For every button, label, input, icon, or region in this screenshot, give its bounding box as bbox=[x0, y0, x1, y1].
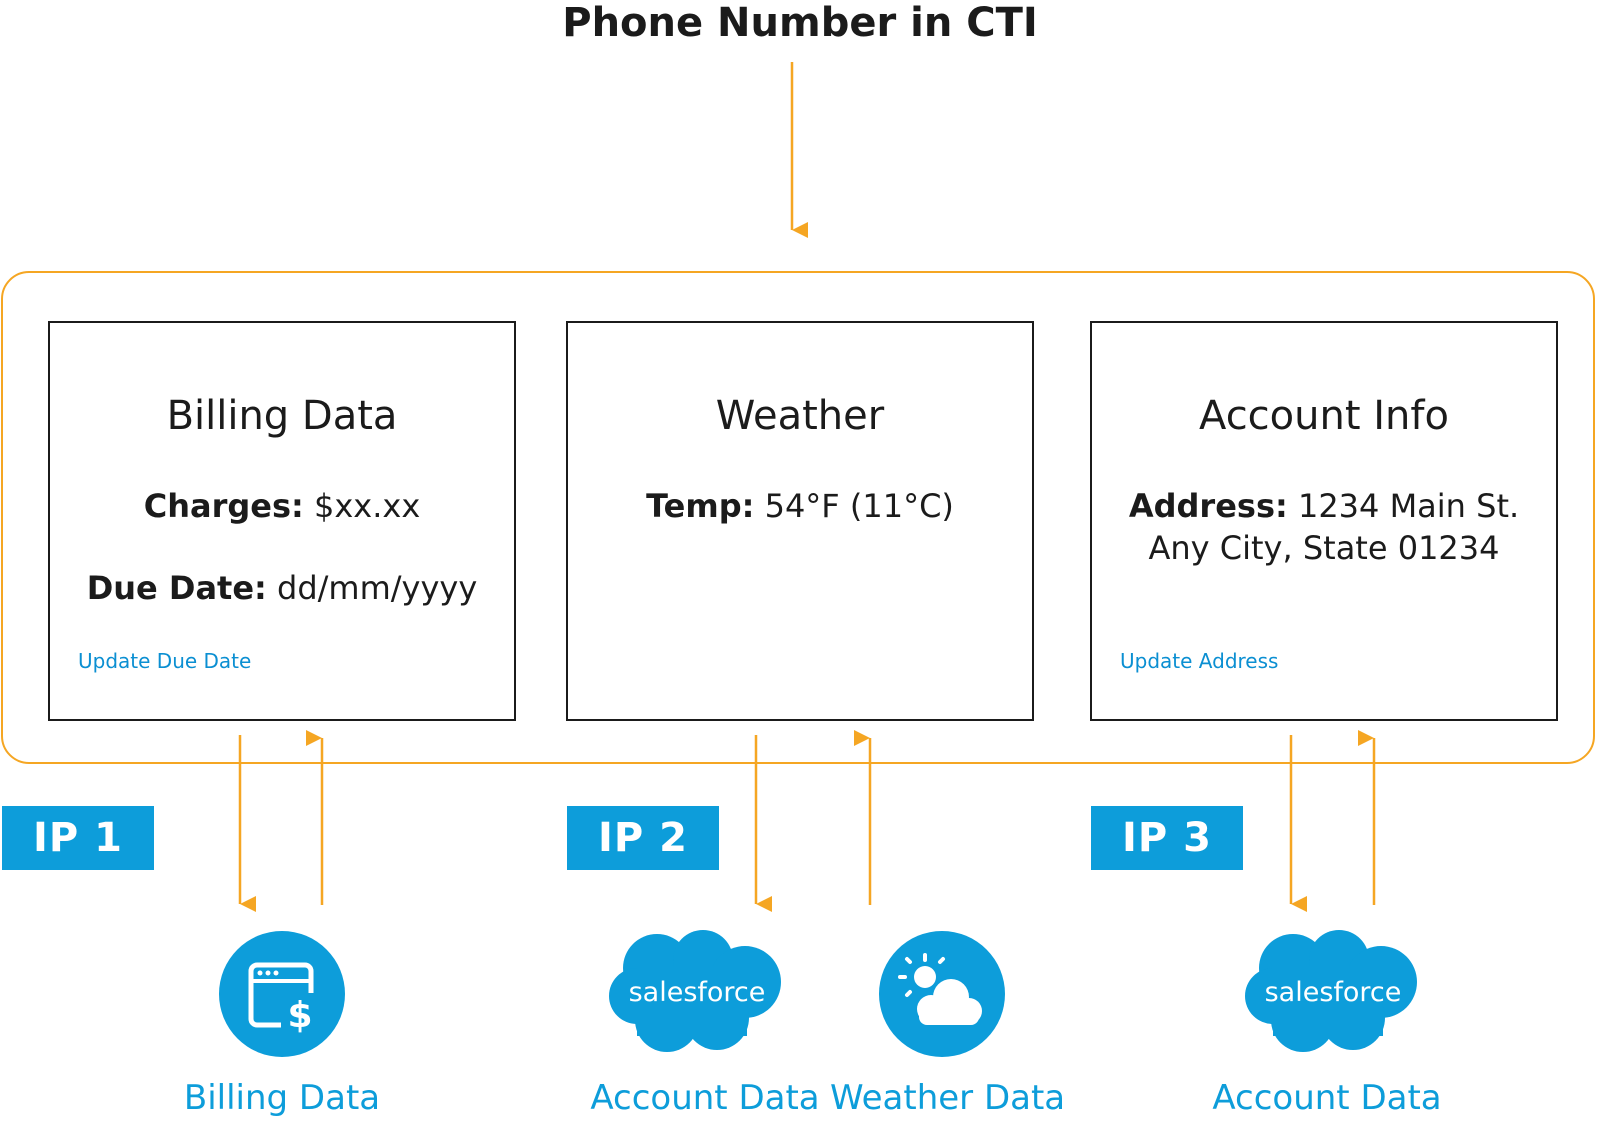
source-label-account-2: Account Data bbox=[1212, 1078, 1442, 1118]
update-due-date-link[interactable]: Update Due Date bbox=[78, 649, 252, 673]
svg-text:$: $ bbox=[287, 995, 312, 1036]
address-line-2: Any City, State 01234 bbox=[1148, 529, 1500, 567]
salesforce-cloud-icon: salesforce bbox=[609, 930, 781, 1052]
weather-sun-cloud-icon bbox=[879, 931, 1005, 1057]
card-title: Weather bbox=[715, 393, 885, 439]
temp-label: Temp: bbox=[646, 487, 755, 525]
weather-card: Weather Temp: 54°F (11°C) bbox=[566, 321, 1034, 721]
source-label-account-1: Account Data bbox=[590, 1078, 820, 1118]
cti-container bbox=[1, 271, 1595, 764]
charges-value: $xx.xx bbox=[313, 487, 421, 525]
ip-badge-3: IP 3 bbox=[1091, 806, 1243, 870]
billing-card: Billing Data Charges: $xx.xx Due Date: d… bbox=[48, 321, 516, 721]
card-title: Account Info bbox=[1199, 393, 1449, 439]
temp-line: Temp: 54°F (11°C) bbox=[568, 487, 1032, 525]
ip-badge-2: IP 2 bbox=[567, 806, 719, 870]
temp-value: 54°F (11°C) bbox=[764, 487, 954, 525]
due-date-label: Due Date: bbox=[86, 569, 267, 607]
update-address-link[interactable]: Update Address bbox=[1120, 649, 1279, 673]
billing-browser-dollar-icon: $ bbox=[219, 931, 345, 1057]
due-date-value: dd/mm/yyyy bbox=[277, 569, 478, 607]
ip-badge-1: IP 1 bbox=[2, 806, 154, 870]
address-label: Address: bbox=[1128, 487, 1288, 525]
source-label-weather: Weather Data bbox=[830, 1078, 1066, 1118]
due-date-line: Due Date: dd/mm/yyyy bbox=[50, 569, 514, 607]
address-line-1: Address: 1234 Main St. bbox=[1092, 487, 1556, 525]
source-label-billing: Billing Data bbox=[183, 1078, 381, 1118]
address-street: 1234 Main St. bbox=[1297, 487, 1520, 525]
diagram-title: Phone Number in CTI bbox=[562, 0, 1038, 46]
salesforce-cloud-icon: salesforce bbox=[1245, 930, 1417, 1052]
salesforce-logo-text: salesforce bbox=[1265, 977, 1402, 1008]
charges-line: Charges: $xx.xx bbox=[50, 487, 514, 525]
salesforce-logo-text: salesforce bbox=[629, 977, 766, 1008]
charges-label: Charges: bbox=[143, 487, 304, 525]
card-title: Billing Data bbox=[166, 393, 398, 439]
account-info-card: Account Info Address: 1234 Main St. Any … bbox=[1090, 321, 1558, 721]
